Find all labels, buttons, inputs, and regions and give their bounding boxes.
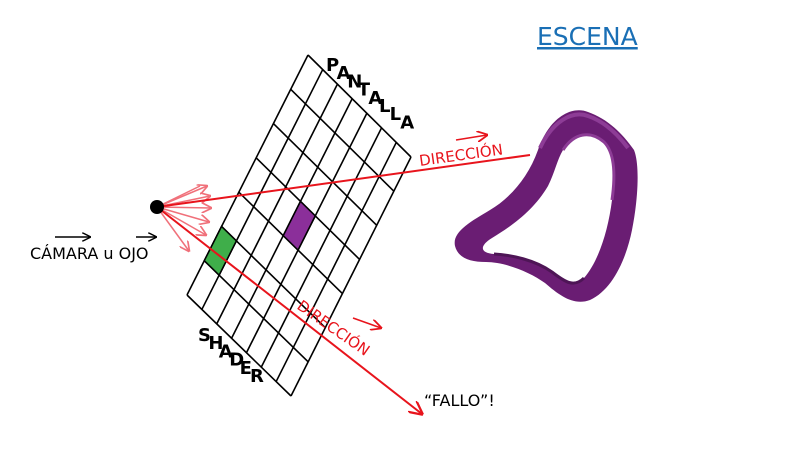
grid-line: [186, 294, 292, 397]
grid-line: [272, 123, 378, 226]
shader-label-letter: E: [240, 358, 252, 379]
grid-line: [203, 260, 309, 363]
screen-label-letter: N: [347, 71, 362, 92]
screen-label-letter: A: [400, 112, 414, 133]
grid-line: [290, 88, 395, 192]
scene-title: ESCENA: [537, 22, 638, 51]
screen-label-letter: L: [379, 96, 390, 117]
screen-label-letter: A: [368, 88, 382, 109]
grid-line: [275, 142, 398, 382]
screen-label-letter: L: [390, 104, 401, 125]
camera-point-icon: [150, 200, 164, 214]
grid-line: [260, 127, 383, 368]
ray-fan: [156, 186, 211, 251]
ray-miss: [156, 206, 422, 414]
scene-object: [454, 110, 638, 302]
pixel-miss: [203, 225, 238, 277]
direction-label-lower: DIRECCIÓN: [294, 296, 374, 360]
direction-upper-vector-icon: [455, 135, 487, 140]
miss-label: “FALLO”!: [424, 391, 495, 410]
screen-label-letter: P: [326, 55, 339, 76]
pixel-hit: [282, 200, 317, 252]
direction-lower-vector-icon: [352, 317, 381, 328]
grid-line: [215, 83, 339, 325]
camera-label: CÁMARA u OJO: [30, 244, 149, 263]
shader-label-letter: R: [250, 366, 264, 387]
ray-hit: [156, 154, 531, 208]
grid-line: [290, 156, 412, 397]
shader-label-letter: S: [198, 325, 211, 346]
shader-label-letter: D: [229, 350, 244, 371]
shader-label-letter: A: [219, 341, 233, 362]
grid-line: [221, 225, 326, 329]
shader-label-letter: H: [208, 333, 223, 354]
grid-line: [307, 54, 412, 158]
screen-label-letter: T: [358, 80, 371, 101]
screen-label-letter: A: [337, 63, 351, 84]
screen-grid: [186, 54, 412, 397]
